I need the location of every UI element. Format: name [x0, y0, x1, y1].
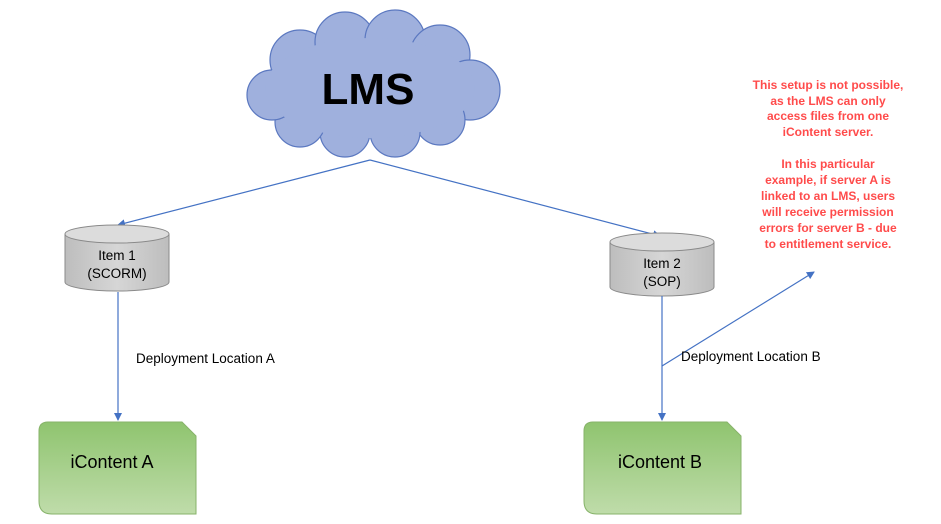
- item-1-database: Item 1 (SOP) (SCORM): [64, 224, 170, 292]
- edge-lms-to-item-2: [369, 159, 661, 239]
- warning-note: This setup is not possible, as the LMS c…: [753, 78, 904, 251]
- item-1-subtitle-text: (SCORM): [87, 266, 146, 281]
- item-2-subtitle: (SOP): [643, 274, 681, 289]
- edge-note-pointer: [661, 271, 815, 367]
- item-1-title: Item 1: [98, 248, 136, 263]
- icontent-b-server: iContent B: [583, 421, 742, 515]
- icontent-b-label: iContent B: [618, 452, 702, 472]
- icontent-a-server: iContent A: [38, 421, 197, 515]
- icontent-a-label: iContent A: [70, 452, 153, 472]
- note-line: This setup is not possible,: [753, 78, 904, 92]
- edge-lms-to-item-1: [117, 159, 371, 228]
- deployment-location-b-label: Deployment Location B: [681, 349, 821, 364]
- note-line: errors for server B - due: [759, 221, 897, 235]
- item-2-title: Item 2: [643, 256, 681, 271]
- note-line: example, if server A is: [765, 173, 891, 187]
- note-line: access files from one: [767, 109, 889, 123]
- item-2-database: Item 2 (SOP): [609, 232, 715, 297]
- note-line: will receive permission: [761, 205, 893, 219]
- note-line: to entitlement service.: [765, 237, 892, 251]
- note-line: In this particular: [781, 157, 875, 171]
- note-line: linked to an LMS, users: [761, 189, 895, 203]
- deployment-location-a-label: Deployment Location A: [136, 351, 275, 366]
- lms-cloud: LMS: [246, 9, 501, 158]
- note-line: iContent server.: [783, 125, 874, 139]
- lms-label: LMS: [322, 65, 415, 114]
- note-line: as the LMS can only: [770, 94, 886, 108]
